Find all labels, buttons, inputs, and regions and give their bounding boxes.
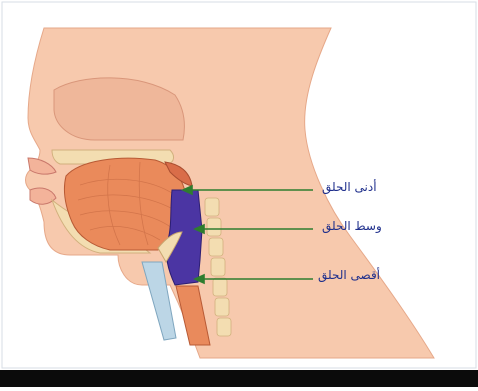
label-lower-pharynx: أقصى الحلق (318, 268, 380, 282)
label-middle-pharynx: وسط الحلق (322, 219, 382, 233)
label-upper-pharynx: أدنى الحلق (322, 180, 377, 194)
bottom-bar (0, 370, 478, 387)
tongue (64, 158, 186, 250)
